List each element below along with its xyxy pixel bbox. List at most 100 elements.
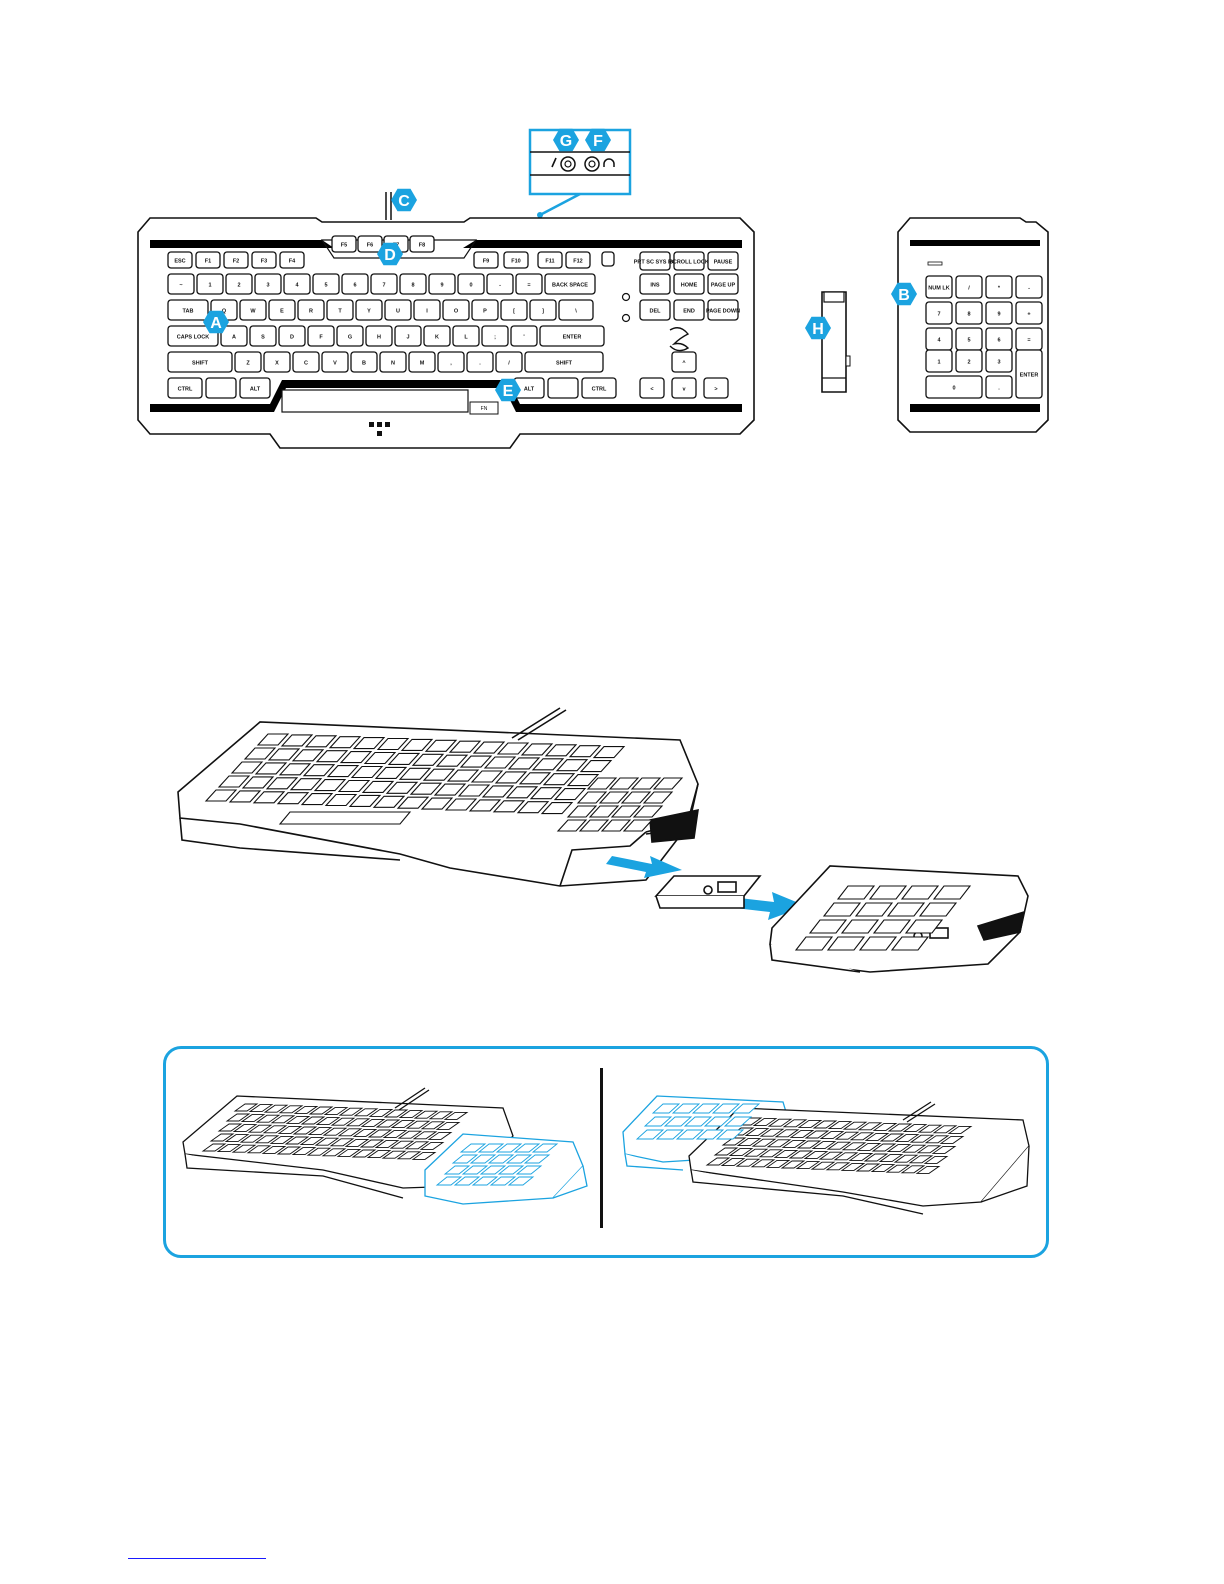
windows-icon xyxy=(206,378,236,398)
key-media xyxy=(602,252,614,266)
key-nav-top: SCROLL LOCK xyxy=(669,252,709,270)
svg-text:F12: F12 xyxy=(573,259,582,265)
key-num: 3 xyxy=(255,274,281,294)
svg-text:X: X xyxy=(275,361,279,367)
key-num: 1 xyxy=(197,274,223,294)
svg-text:6: 6 xyxy=(353,283,356,289)
svg-text:;: ; xyxy=(494,335,496,341)
key-tab-row: U xyxy=(385,300,411,320)
svg-text:F5: F5 xyxy=(341,243,347,249)
svg-text:R: R xyxy=(309,309,313,315)
svg-text:P: P xyxy=(483,309,487,315)
key-shift-row: / xyxy=(496,352,522,372)
key-f11: F11 xyxy=(538,252,562,268)
svg-text:HOME: HOME xyxy=(681,283,698,289)
arrow-up-icon: ^ xyxy=(672,352,696,372)
numpad-key: 4 xyxy=(926,328,952,350)
svg-text:ENTER: ENTER xyxy=(563,335,582,341)
svg-text:]: ] xyxy=(542,309,544,315)
attach-options-drawings xyxy=(163,1046,1043,1256)
key-f9: F9 xyxy=(474,252,498,268)
key-tab-row: R xyxy=(298,300,324,320)
callout-label-c: C xyxy=(398,193,410,210)
svg-text:2: 2 xyxy=(967,360,970,366)
key-num: = xyxy=(516,274,542,294)
key-nav: HOME xyxy=(674,274,704,294)
key-tab-row: W xyxy=(240,300,266,320)
key-f6: F6 xyxy=(358,236,382,252)
svg-text:5: 5 xyxy=(324,283,327,289)
key-shift-row: C xyxy=(293,352,319,372)
svg-text:F1: F1 xyxy=(205,259,211,265)
svg-text:PAGE UP: PAGE UP xyxy=(711,283,736,289)
numpad-key: / xyxy=(956,276,982,298)
svg-text:H: H xyxy=(377,335,381,341)
svg-text:NUM LK: NUM LK xyxy=(928,286,949,292)
key-f1: F1 xyxy=(196,252,220,268)
key-f8: F8 xyxy=(410,236,434,252)
key-ctrl-left: CTRL xyxy=(168,378,202,398)
svg-text:D: D xyxy=(290,335,294,341)
svg-text:CTRL: CTRL xyxy=(178,387,193,393)
key-nav: DEL xyxy=(640,300,670,320)
svg-text:9: 9 xyxy=(997,312,1000,318)
arrow-right-icon: > xyxy=(704,378,728,398)
numpad-key: + xyxy=(1016,302,1042,324)
svg-text:FN: FN xyxy=(481,406,488,412)
numpad-detach-illustration xyxy=(0,700,1224,1000)
key-caps-row: S xyxy=(250,326,276,346)
svg-text:F2: F2 xyxy=(233,259,239,265)
key-num: 9 xyxy=(429,274,455,294)
numpad-key: * xyxy=(986,276,1012,298)
svg-text:ENTER: ENTER xyxy=(1020,373,1039,379)
svg-text:SHIFT: SHIFT xyxy=(556,361,573,367)
svg-text:K: K xyxy=(435,335,439,341)
key-num: 7 xyxy=(371,274,397,294)
key-ctrl-right: CTRL xyxy=(582,378,616,398)
key-f4: F4 xyxy=(280,252,304,268)
numpad-key: 5 xyxy=(956,328,982,350)
key-tab-row: \ xyxy=(559,300,593,320)
callout-label-a: A xyxy=(210,315,222,332)
usb-dongle xyxy=(822,292,850,392)
svg-text:7: 7 xyxy=(937,312,940,318)
numpad-key: 6 xyxy=(986,328,1012,350)
key-shift-row: Z xyxy=(235,352,261,372)
key-caps-row: J xyxy=(395,326,421,346)
key-num: 5 xyxy=(313,274,339,294)
svg-text:U: U xyxy=(396,309,400,315)
key-shift-row: . xyxy=(467,352,493,372)
svg-text:O: O xyxy=(454,309,459,315)
svg-text:<: < xyxy=(650,387,653,393)
key-caps-row: G xyxy=(337,326,363,346)
numpad-key: 1 xyxy=(926,350,952,372)
svg-text:B: B xyxy=(362,361,366,367)
key-tab-row: T xyxy=(327,300,353,320)
key-f2: F2 xyxy=(224,252,248,268)
footer-link-underline[interactable] xyxy=(128,1558,266,1559)
key-caps-row: F xyxy=(308,326,334,346)
svg-text:8: 8 xyxy=(967,312,970,318)
key-tab-row: O xyxy=(443,300,469,320)
callout-label-g: G xyxy=(560,133,572,150)
svg-text:=: = xyxy=(1027,338,1030,344)
key-shift-row: V xyxy=(322,352,348,372)
key-shift-row: , xyxy=(438,352,464,372)
callout-label-b: B xyxy=(898,287,910,304)
svg-text:CAPS LOCK: CAPS LOCK xyxy=(177,335,209,341)
svg-text:0: 0 xyxy=(469,283,472,289)
svg-text:END: END xyxy=(683,309,695,315)
key-esc: ESC xyxy=(168,252,192,268)
numpad-key: NUM LK xyxy=(926,276,952,298)
key-nav-top: PAUSE xyxy=(708,252,738,270)
callout-label-h: H xyxy=(812,321,824,338)
key-num: - xyxy=(487,274,513,294)
svg-text:9: 9 xyxy=(440,283,443,289)
svg-text:SCROLL LOCK: SCROLL LOCK xyxy=(669,260,709,266)
audio-port-inset xyxy=(530,130,630,218)
svg-text:8: 8 xyxy=(411,283,414,289)
key-shift-row: SHIFT xyxy=(168,352,232,372)
svg-text:5: 5 xyxy=(967,338,970,344)
svg-text:DEL: DEL xyxy=(650,309,662,315)
svg-text:0: 0 xyxy=(952,386,955,392)
